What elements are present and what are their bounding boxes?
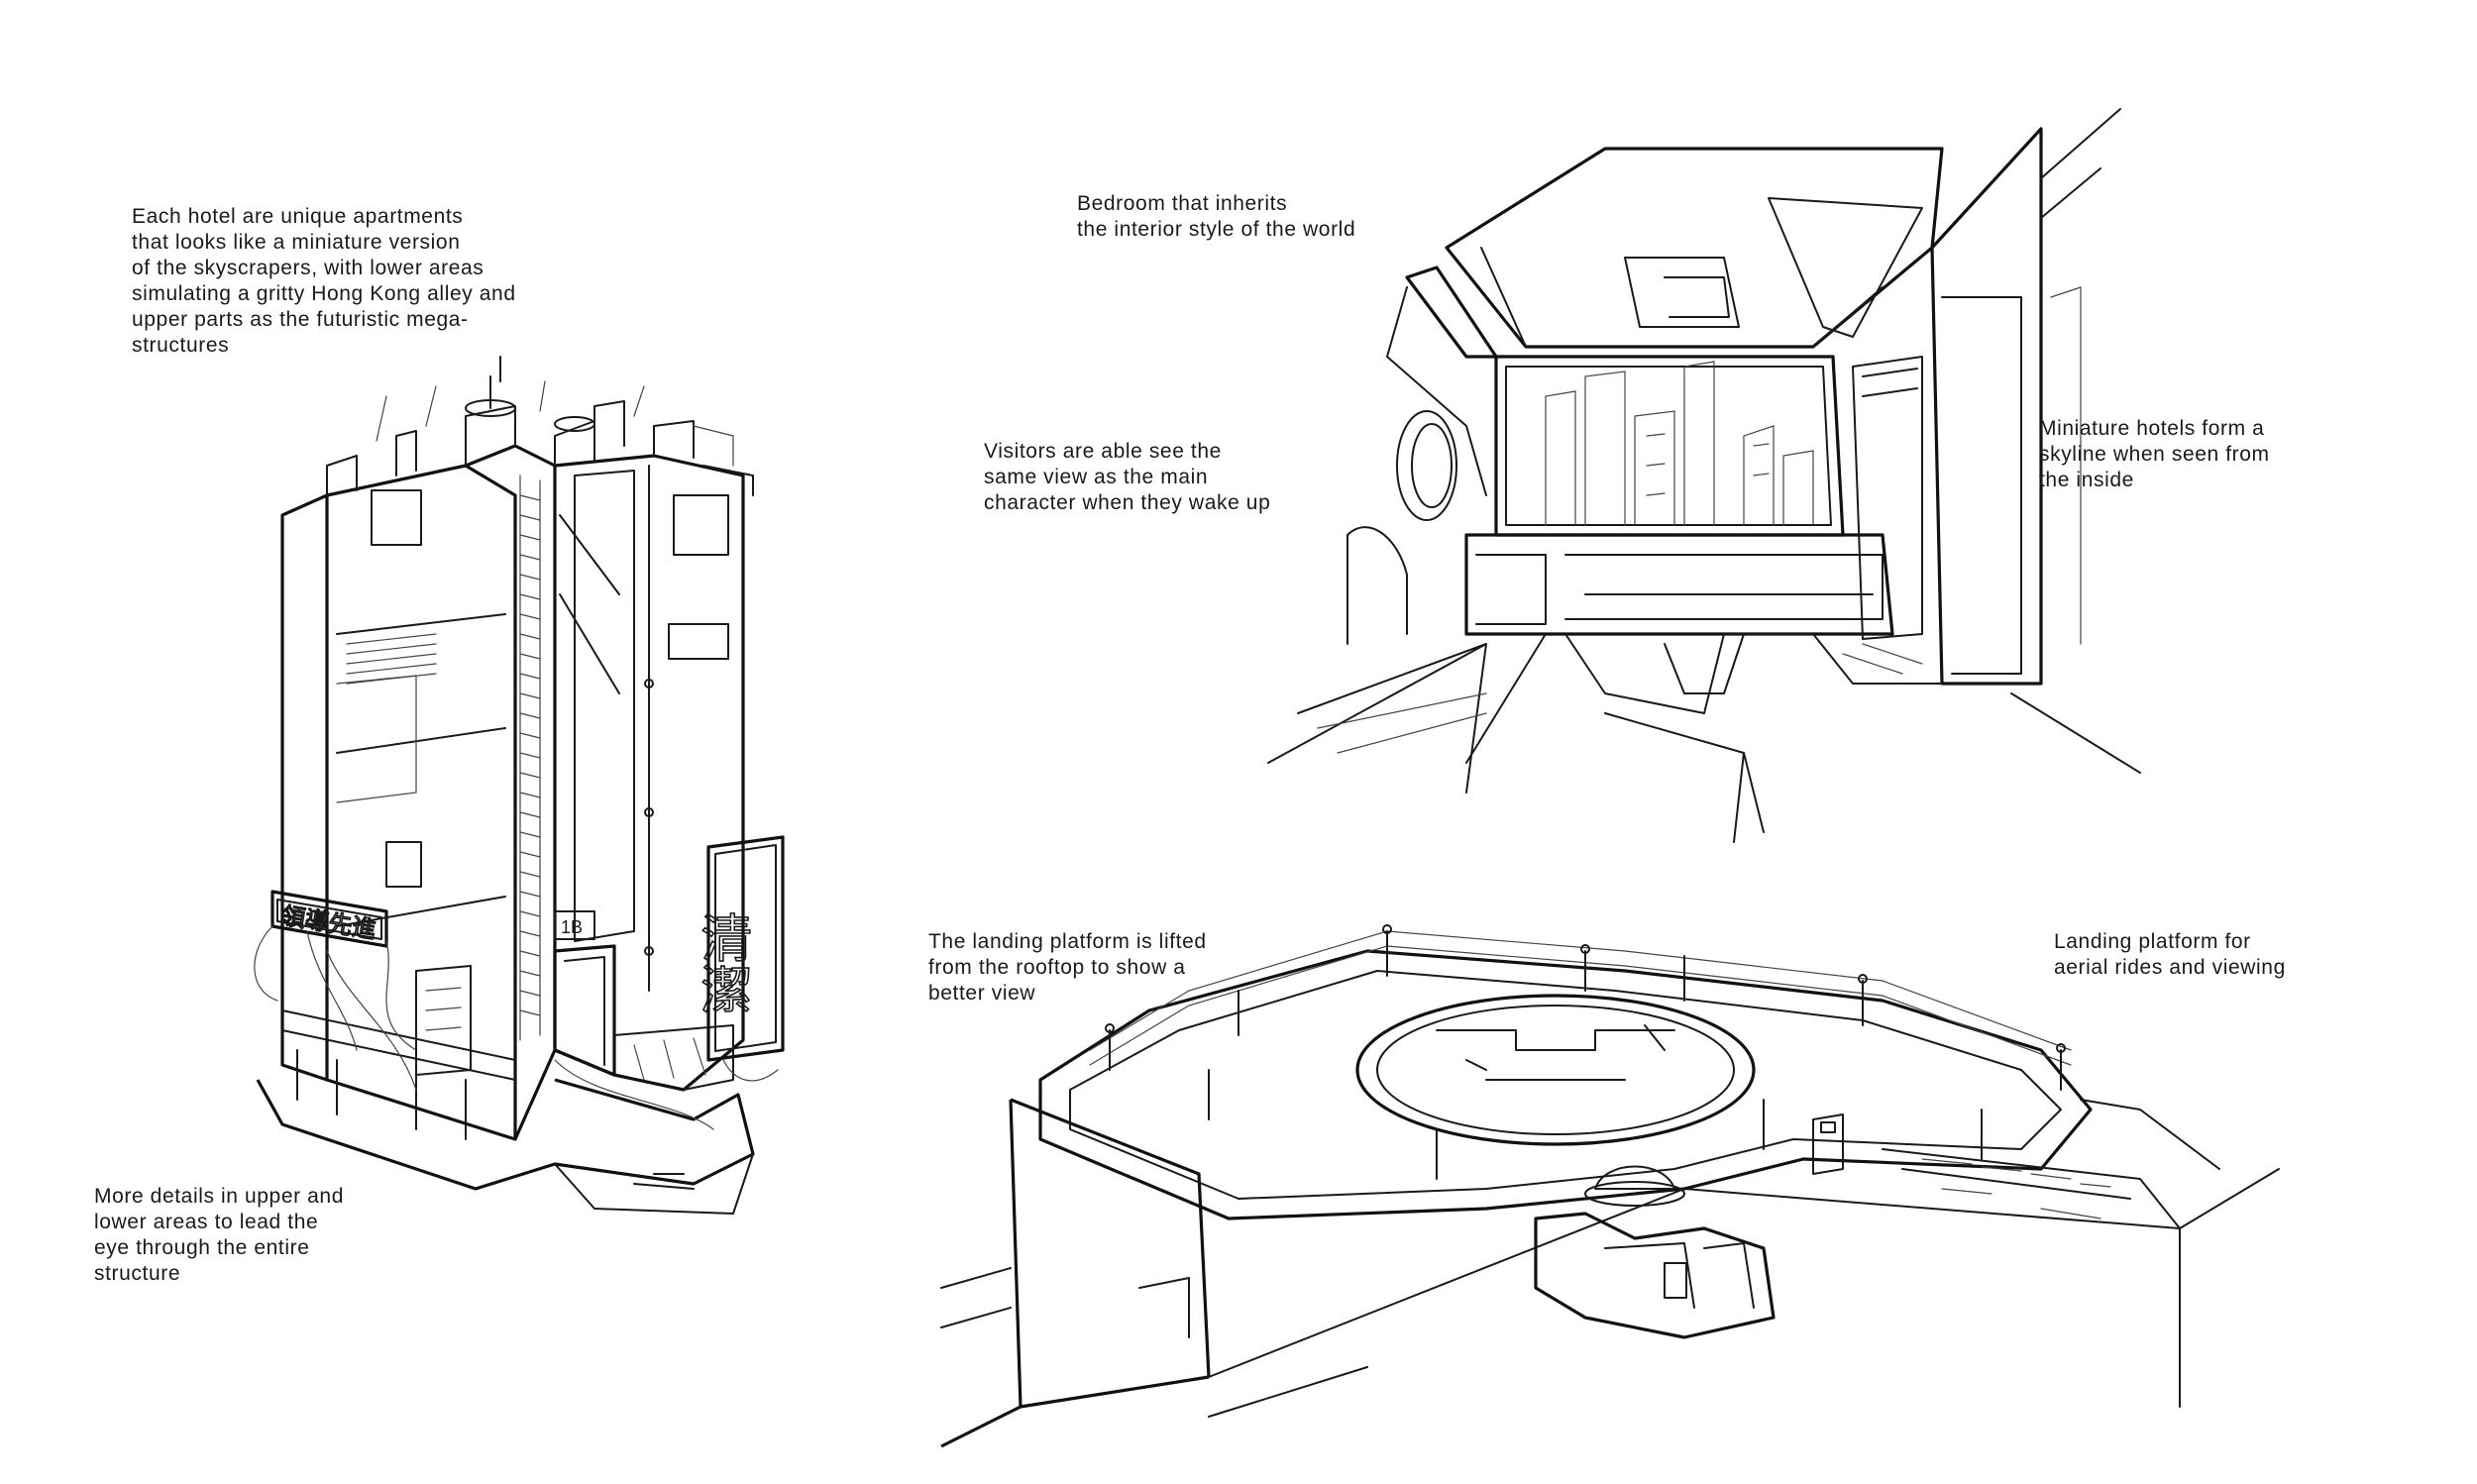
details-description-note: More details in upper and lower areas to… bbox=[94, 1184, 344, 1287]
hotel-tower-sketch: 1B 領導先進 清潔 bbox=[254, 356, 785, 1215]
vertical-neon-sign: 清潔 bbox=[691, 835, 785, 1082]
bedroom-description-line: the interior style of the world bbox=[1077, 218, 1356, 241]
lifted-platform-line: The landing platform is lifted bbox=[928, 930, 1207, 953]
bedroom-sketch bbox=[1267, 108, 2141, 843]
landing-platform-note: Landing platform for aerial rides and vi… bbox=[2054, 929, 2286, 981]
door-number: 1B bbox=[561, 917, 583, 937]
window-skyline bbox=[1545, 361, 1814, 526]
hotel-description-line: structures bbox=[132, 334, 230, 357]
lifted-platform-line: from the rooftop to show a bbox=[928, 956, 1186, 979]
landing-platform-line: Landing platform for bbox=[2054, 930, 2251, 953]
horizontal-neon-sign: 領導先進 bbox=[254, 890, 417, 1051]
skyline-description-line: Miniature hotels form a bbox=[2039, 417, 2265, 440]
vertical-sign-text: 清潔 bbox=[692, 911, 751, 1014]
hotel-description-line: of the skyscrapers, with lower areas bbox=[132, 257, 485, 279]
visitors-description-line: character when they wake up bbox=[984, 491, 1271, 514]
visitors-description-note: Visitors are able see the same view as t… bbox=[984, 439, 1270, 516]
details-description-line: lower areas to lead the bbox=[94, 1211, 319, 1233]
details-description-line: structure bbox=[94, 1262, 181, 1285]
skyline-description-line: the inside bbox=[2039, 469, 2134, 491]
hotel-description-line: upper parts as the futuristic mega- bbox=[132, 308, 469, 331]
bedroom-description-note: Bedroom that inherits the interior style… bbox=[1077, 191, 1355, 243]
visitors-description-line: Visitors are able see the bbox=[984, 440, 1222, 463]
hotel-description-line: that looks like a miniature version bbox=[132, 231, 461, 254]
hotel-description-line: simulating a gritty Hong Kong alley and bbox=[132, 282, 516, 305]
bedroom-description-line: Bedroom that inherits bbox=[1077, 192, 1288, 215]
lifted-platform-note: The landing platform is lifted from the … bbox=[928, 929, 1207, 1007]
skyline-description-note: Miniature hotels form a skyline when see… bbox=[2039, 416, 2270, 493]
hotel-description-line: Each hotel are unique apartments bbox=[132, 205, 464, 228]
details-description-line: eye through the entire bbox=[94, 1236, 310, 1259]
skyline-description-line: skyline when seen from bbox=[2039, 443, 2270, 466]
hotel-description-note: Each hotel are unique apartments that lo… bbox=[132, 204, 516, 359]
landing-platform-sketch bbox=[940, 924, 2280, 1448]
lifted-platform-line: better view bbox=[928, 982, 1036, 1005]
details-description-line: More details in upper and bbox=[94, 1185, 344, 1208]
landing-platform-line: aerial rides and viewing bbox=[2054, 956, 2286, 979]
visitors-description-line: same view as the main bbox=[984, 466, 1209, 488]
